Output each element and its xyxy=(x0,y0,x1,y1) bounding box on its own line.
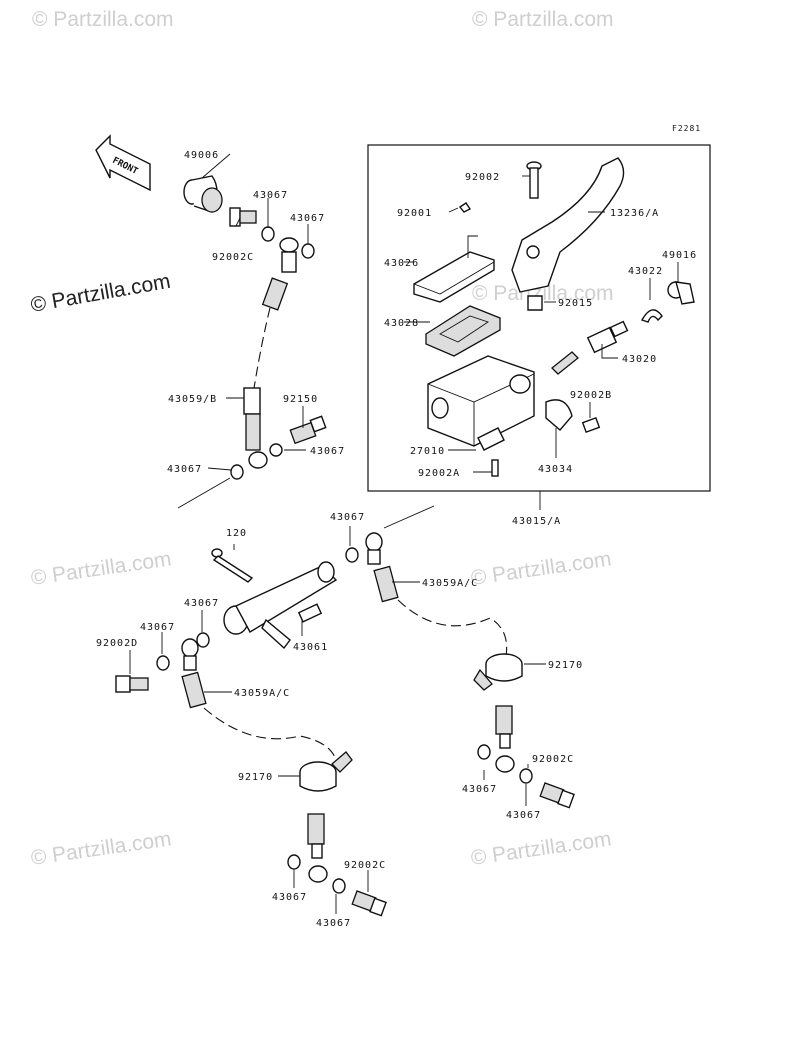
washer-43067 xyxy=(287,854,301,870)
hose-end-left xyxy=(307,813,328,883)
label-43067: 43067 xyxy=(140,622,175,633)
label-43067: 43067 xyxy=(506,810,541,821)
featured-watermark: © Partzilla.com xyxy=(29,270,172,317)
label-92170: 92170 xyxy=(238,772,273,783)
screw-92002A xyxy=(491,459,499,477)
reservoir-cap-43026 xyxy=(413,251,495,303)
watermark: © Partzilla.com xyxy=(469,547,612,589)
label-43067: 43067 xyxy=(290,213,325,224)
label-43026: 43026 xyxy=(384,258,419,269)
label-92150: 92150 xyxy=(283,394,318,405)
hose-43059B xyxy=(243,237,299,469)
label-43067: 43067 xyxy=(253,190,288,201)
label-43034: 43034 xyxy=(538,464,573,475)
bleeder-92150 xyxy=(289,415,327,445)
leader-lines xyxy=(129,153,679,914)
washer-43067 xyxy=(261,226,275,242)
cap-49006 xyxy=(183,175,223,213)
label-92170: 92170 xyxy=(548,660,583,671)
part-labels: 49006 43067 43067 92002C 43059/B 92150 4… xyxy=(96,150,697,929)
label-43067: 43067 xyxy=(167,464,202,475)
label-43059B: 43059/B xyxy=(168,394,217,405)
label-92002A: 92002A xyxy=(418,468,460,479)
screw-92001 xyxy=(458,202,472,213)
label-92015: 92015 xyxy=(558,298,593,309)
label-92001: 92001 xyxy=(397,208,432,219)
banjo-bolt-92002D xyxy=(115,675,149,693)
hose-end-right xyxy=(495,705,515,773)
washer-43067 xyxy=(301,243,315,259)
switch-27010 xyxy=(477,427,505,451)
front-arrow-icon: FRONT xyxy=(95,134,151,192)
splitter-43061 xyxy=(223,561,338,650)
washer-43067 xyxy=(196,632,210,648)
banjo-bolt-92002C-left xyxy=(351,890,387,917)
diaphragm-43028 xyxy=(425,305,501,357)
watermark: © Partzilla.com xyxy=(32,8,174,31)
lever-13236A xyxy=(511,157,625,293)
label-43022: 43022 xyxy=(628,266,663,277)
watermark: © Partzilla.com xyxy=(472,282,614,305)
label-43067: 43067 xyxy=(272,892,307,903)
assembly-box xyxy=(367,144,711,492)
hose-43059AC-left xyxy=(181,638,337,761)
washer-43067 xyxy=(477,744,491,760)
label-43059AC: 43059A/C xyxy=(234,688,290,699)
label-43067: 43067 xyxy=(184,598,219,609)
watermark: © Partzilla.com xyxy=(472,8,614,31)
piston-kit-43020 xyxy=(551,320,629,375)
banjo-bolt-92002C-top xyxy=(229,207,257,227)
label-27010: 27010 xyxy=(410,446,445,457)
label-92002C: 92002C xyxy=(532,754,574,765)
grommet-92015 xyxy=(527,295,543,311)
watermark: © Partzilla.com xyxy=(29,547,172,589)
label-92002B: 92002B xyxy=(570,390,612,401)
washer-43067 xyxy=(519,768,533,784)
figure-ref: F2281 xyxy=(672,124,701,133)
bolt-92002B xyxy=(581,417,601,433)
union-92170-left xyxy=(299,751,353,792)
circlip-43022 xyxy=(640,309,663,323)
washer-43067 xyxy=(269,443,283,457)
label-43067: 43067 xyxy=(462,784,497,795)
washer-43067 xyxy=(156,655,170,671)
watermark-group: © Partzilla.com © Partzilla.com © Partzi… xyxy=(29,8,614,870)
label-43015A: 43015/A xyxy=(512,516,561,527)
label-43067: 43067 xyxy=(316,918,351,929)
screw-92002 xyxy=(526,161,542,199)
label-92002: 92002 xyxy=(465,172,500,183)
label-43028: 43028 xyxy=(384,318,419,329)
label-120: 120 xyxy=(226,528,247,539)
label-43067: 43067 xyxy=(310,446,345,457)
label-43059AC: 43059A/C xyxy=(422,578,478,589)
watermark: © Partzilla.com xyxy=(29,827,172,869)
boot-49016 xyxy=(667,281,695,305)
label-92002D: 92002D xyxy=(96,638,138,649)
master-cylinder-body xyxy=(427,355,535,447)
label-92002C: 92002C xyxy=(212,252,254,263)
label-43020: 43020 xyxy=(622,354,657,365)
label-49006: 49006 xyxy=(184,150,219,161)
label-13236A: 13236/A xyxy=(610,208,659,219)
washer-43067 xyxy=(345,547,359,563)
label-49016: 49016 xyxy=(662,250,697,261)
washer-43067 xyxy=(332,878,346,894)
hose-43059AC-right xyxy=(365,532,508,657)
watermark: © Partzilla.com xyxy=(469,827,612,869)
banjo-bolt-92002C-right xyxy=(539,782,575,809)
union-92170-right xyxy=(473,653,523,691)
clamp-43034 xyxy=(545,399,573,431)
bolt-120 xyxy=(211,548,254,583)
washer-43067 xyxy=(230,464,244,480)
label-92002C: 92002C xyxy=(344,860,386,871)
label-43067: 43067 xyxy=(330,512,365,523)
label-43061: 43061 xyxy=(293,642,328,653)
